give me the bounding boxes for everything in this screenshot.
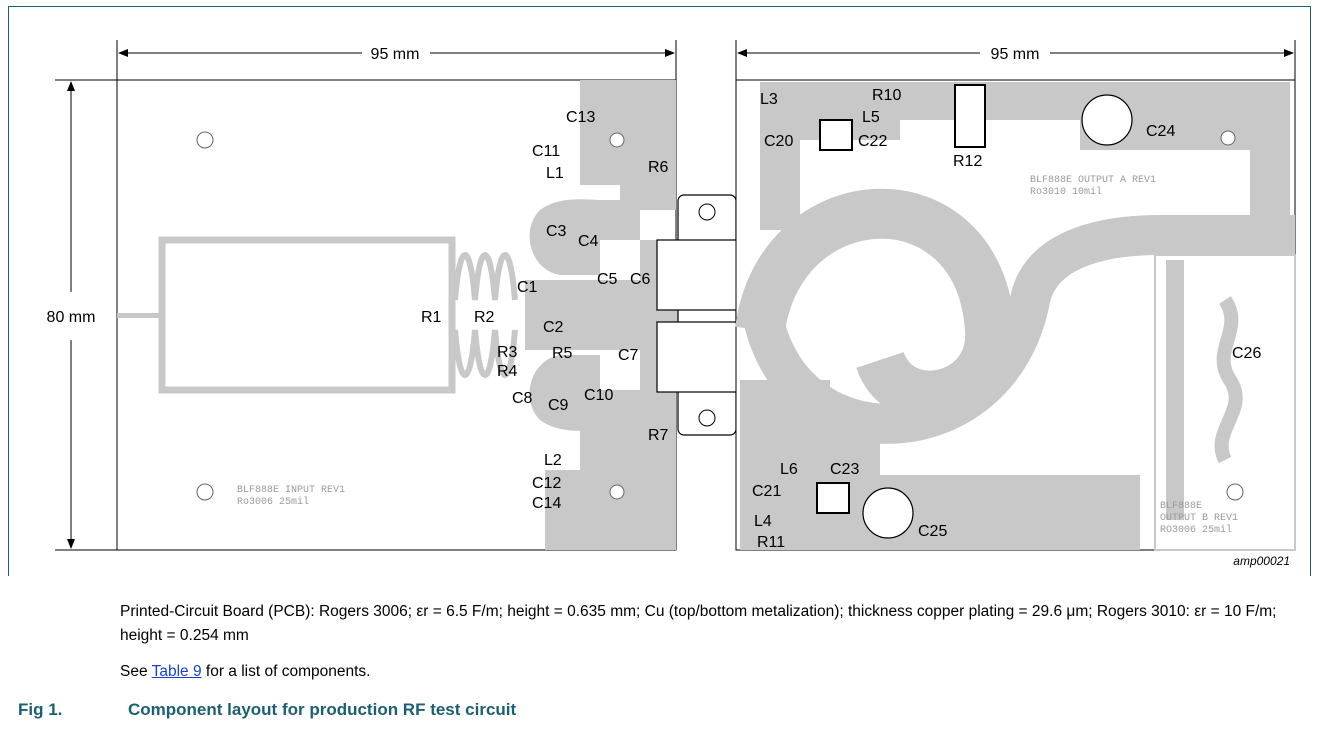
figure-frame [8,6,1311,576]
label-c12: C12 [532,475,561,492]
label-c1: C1 [517,279,538,296]
dimension-height [55,79,117,551]
pcb-layout-diagram: 95 mm 95 mm 80 mm BLF888E [47,40,1296,568]
label-c9: C9 [548,397,569,414]
label-c20: C20 [764,133,793,150]
figure-title-text: Component layout for production RF test … [128,700,517,719]
label-r3: R3 [497,344,518,361]
input-silk-2: Ro3006 25mil [237,496,309,508]
input-silk-1: BLF888E INPUT REV1 [237,485,345,496]
label-c3: C3 [546,223,567,240]
caption-pcb-spec: Printed-Circuit Board (PCB): Rogers 3006… [120,603,1277,644]
dimension-left-width [116,40,677,80]
label-c7: C7 [618,347,639,364]
dim-height-label: 80 mm [47,309,96,326]
label-r7: R7 [648,427,669,444]
label-c2: C2 [543,319,564,336]
input-board: BLF888E INPUT REV1 Ro3006 25mil [116,79,680,551]
label-r2: R2 [474,309,495,326]
figure-number: Fig 1. [18,700,63,719]
label-r1: R1 [421,309,442,326]
label-c13: C13 [566,109,595,126]
label-l5: L5 [862,109,880,126]
output-b-silk-3: RO3006 25mil [1160,524,1232,536]
label-c25: C25 [918,523,947,540]
output-a-silk-1: BLF888E OUTPUT A REV1 [1030,175,1156,186]
output-b-silk-2: OUTPUT B REV1 [1160,513,1238,524]
dim-left-label: 95 mm [371,46,420,63]
dimension-right-width [735,40,1296,80]
label-c22: C22 [858,133,887,150]
label-c5: C5 [597,271,618,288]
label-c8: C8 [512,390,533,407]
label-c6: C6 [630,271,651,288]
figure-code: amp00021 [1233,554,1290,568]
label-r6: R6 [648,159,669,176]
table-9-link[interactable]: Table 9 [151,663,202,680]
caption-see-suffix: for a list of components. [201,663,371,680]
label-c26: C26 [1232,345,1261,362]
label-c21: C21 [752,483,781,500]
label-r12: R12 [953,153,982,170]
label-c11: C11 [532,143,560,160]
label-r5: R5 [552,345,573,362]
caption-see-table: See Table 9 for a list of components. [120,660,1290,684]
label-c24: C24 [1146,123,1175,140]
label-r11: R11 [757,534,785,551]
label-l4: L4 [754,513,772,530]
output-a-silk-2: Ro3010 10mil [1030,186,1102,198]
label-c23: C23 [830,461,859,478]
label-r4: R4 [497,363,518,380]
label-c4: C4 [578,233,599,250]
label-l1: L1 [546,165,564,182]
component-labels: C13 C11 L1 R6 C3 C4 C1 C5 C6 R1 R2 C2 C7… [421,87,1261,551]
label-c14: C14 [532,495,561,512]
label-r10: R10 [872,87,901,104]
label-c10: C10 [584,387,613,404]
label-l6: L6 [780,461,798,478]
output-b-silk-1: BLF888E [1160,501,1202,512]
figure-title: Fig 1. Component layout for production RF… [18,700,516,720]
caption-see-prefix: See [120,663,152,680]
dim-right-label: 95 mm [991,46,1040,63]
label-l3: L3 [760,91,778,108]
label-l2: L2 [544,452,562,469]
output-board: BLF888E OUTPUT A REV1 Ro3010 10mil BLF88… [735,79,1296,551]
